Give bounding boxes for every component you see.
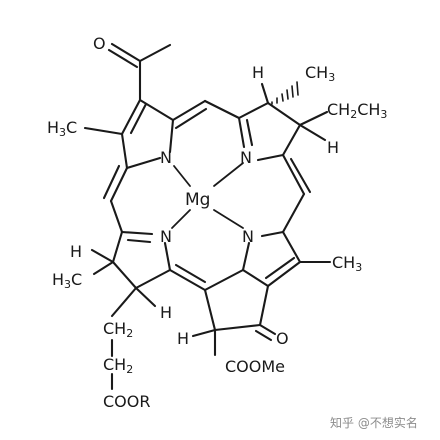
h-bottom-mid-label: H — [160, 303, 172, 322]
chain-end-label: COOR — [103, 392, 150, 411]
bond-lines — [83, 42, 332, 391]
chain-ch2-b-label: CH2 — [103, 355, 133, 376]
h3c-lower-label: H3C — [52, 270, 82, 291]
ch3-right-label: CH3 — [332, 253, 362, 274]
h-top-right-label: H — [252, 63, 264, 82]
ch3-top-right-label: CH3 — [305, 63, 335, 84]
h-bottom-ring-label: H — [177, 329, 189, 348]
watermark-text: 知乎 @不想实名 — [330, 415, 418, 430]
acetyl-oxygen: O — [93, 34, 106, 53]
h-left-lower-label: H — [70, 242, 82, 261]
nitrogen-ring-a: N — [160, 148, 172, 167]
magnesium-atom: Mg — [185, 190, 210, 210]
nitrogen-ring-c: N — [242, 227, 254, 246]
ethyl-label: CH2CH3 — [327, 100, 387, 121]
ester-label: COOMe — [225, 357, 285, 376]
mg-coordination-bonds — [171, 162, 244, 229]
keto-oxygen: O — [276, 329, 289, 348]
chain-ch2-a-label: CH2 — [103, 319, 133, 340]
stereo-hash-bond — [271, 81, 299, 105]
h-right-label: H — [327, 138, 339, 157]
h3c-left-label: H3C — [47, 118, 77, 139]
nitrogen-ring-b: N — [240, 148, 252, 167]
nitrogen-ring-d: N — [160, 227, 172, 246]
